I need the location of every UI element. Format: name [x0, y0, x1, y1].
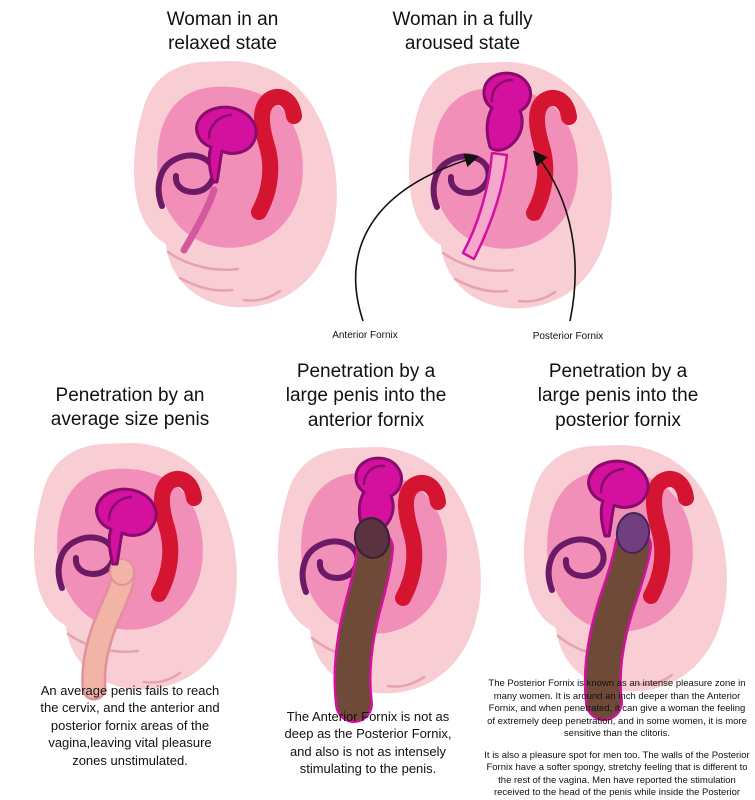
arrow-posterior-fornix: [532, 150, 576, 322]
penis-glans-shape: [615, 512, 651, 554]
illustration-aroused: [354, 61, 612, 322]
uterine-cavity-line: [107, 495, 133, 522]
panel-title-relaxed: Woman in an relaxed state: [166, 9, 279, 55]
penis-glans-shape: [353, 517, 391, 559]
uterine-cavity-line: [599, 467, 625, 494]
illustration-posterior-fornix: [524, 444, 727, 721]
caption-anterior: The Anterior Fornix is not as deep as th…: [284, 709, 452, 777]
rectum-shape: [526, 89, 577, 221]
pelvic-loop-shape: [545, 536, 607, 593]
penis-shaft-shape: [335, 531, 392, 721]
panel-title-average: Penetration by an average size penis: [50, 385, 210, 431]
illustration-average-penis: [34, 442, 237, 701]
panel-title-anterior: Penetration by a large penis into the an…: [285, 361, 447, 431]
caption-posterior: The Posterior Fornix is known as an inte…: [484, 678, 750, 800]
illustration-relaxed: [134, 60, 337, 308]
caption-posterior-paragraph-2: It is also a pleasure spot for men too. …: [484, 749, 750, 800]
rectum-shape: [643, 470, 694, 604]
illustration-anterior-fornix: [278, 446, 481, 723]
anterior-fornix-label: Anterior Fornix: [332, 330, 398, 341]
body-fold-lines: [441, 251, 557, 303]
panel-title-posterior: Penetration by a large penis into the po…: [537, 361, 699, 431]
caption-posterior-paragraph-1: The Posterior Fornix is known as an inte…: [487, 678, 747, 740]
vagina-tented-shape: [461, 151, 509, 261]
uterus-lifted-shape: [482, 71, 532, 152]
rectum-shape: [395, 474, 446, 606]
panel-title-aroused: Woman in a fully aroused state: [392, 9, 533, 55]
rectum-shape: [151, 470, 202, 602]
uterine-cavity-line: [207, 113, 233, 140]
penis-shaft-shape: [586, 529, 650, 719]
arrow-anterior-fornix: [354, 153, 480, 322]
uterine-cavity-line: [490, 78, 514, 103]
rectum-shape: [251, 88, 302, 220]
caption-average: An average penis fails to reach the cerv…: [40, 683, 220, 768]
body-fold-lines: [166, 250, 282, 302]
posterior-fornix-label: Posterior Fornix: [532, 331, 604, 342]
uterine-cavity-line: [362, 464, 386, 486]
vagina-shape: [180, 186, 218, 254]
